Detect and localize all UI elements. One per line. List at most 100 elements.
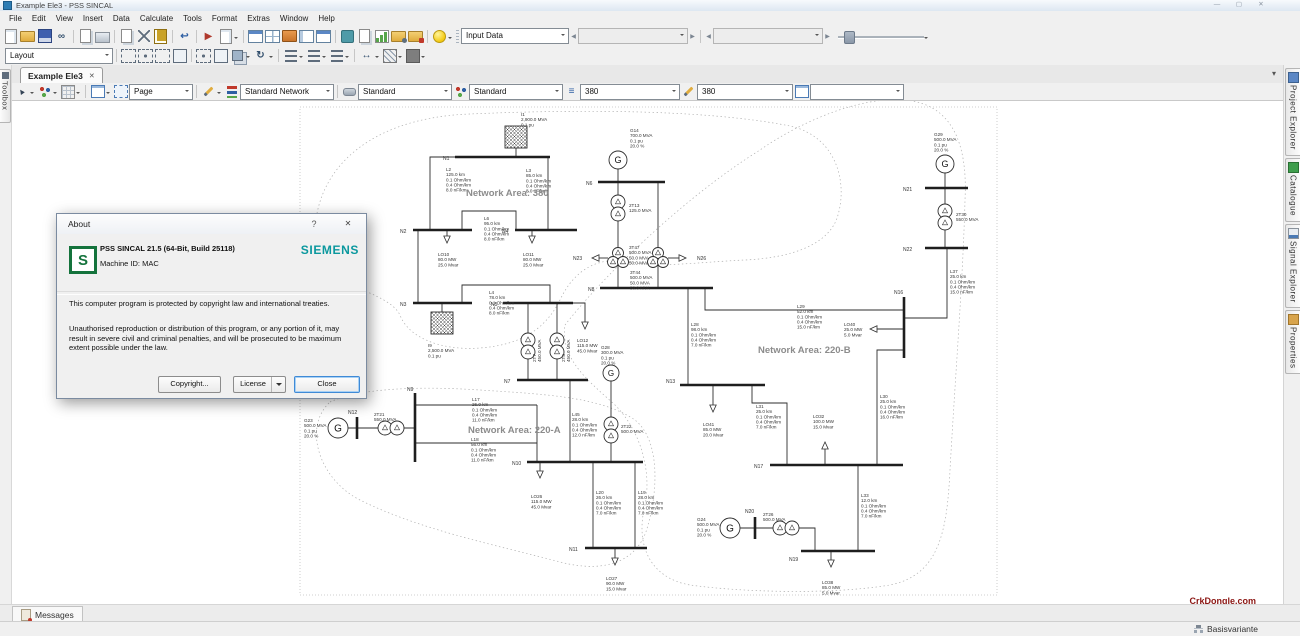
select-frame-icon[interactable] [171, 47, 188, 64]
generator-symbol[interactable]: G [614, 155, 621, 165]
generator-symbol[interactable]: G [608, 369, 614, 378]
cut-icon[interactable] [135, 28, 152, 45]
menu-data[interactable]: Data [108, 13, 135, 24]
close-button[interactable]: Close [294, 376, 360, 393]
diagram-view-icon[interactable] [247, 28, 264, 45]
signal-explorer-tab[interactable]: Signal Explorer [1285, 224, 1300, 308]
toolbox-tab[interactable]: Toolbox [0, 69, 11, 123]
zoom-window-icon[interactable] [89, 83, 112, 100]
zoom-fit-icon[interactable] [112, 83, 129, 100]
maximize-button[interactable]: ▢ [1228, 0, 1250, 10]
voltage-level-select[interactable]: 380 [580, 84, 680, 100]
generator-symbol[interactable]: G [941, 159, 948, 169]
network-level-select[interactable]: Standard Network [240, 84, 334, 100]
document-tab[interactable]: Example Ele3 ✕ [20, 67, 103, 84]
panel-right-icon[interactable] [315, 28, 332, 45]
extra-select[interactable] [810, 84, 904, 100]
panel-left-icon[interactable] [298, 28, 315, 45]
catalogue-tab[interactable]: Catalogue [1285, 158, 1300, 222]
print-icon[interactable] [94, 28, 111, 45]
generator-symbol[interactable]: G [334, 424, 342, 435]
zoom-mode-select[interactable]: Page [129, 84, 193, 100]
search-icon[interactable]: ∞ [53, 28, 70, 45]
variant-status[interactable]: Basisvariante [1194, 624, 1258, 634]
select-partial-icon[interactable] [137, 47, 154, 64]
nav-prev2-icon[interactable]: ◀ [704, 30, 713, 43]
save-icon[interactable] [36, 28, 53, 45]
table-view-icon[interactable] [264, 28, 281, 45]
nav-prev-icon[interactable]: ◀ [569, 30, 578, 43]
select-cursor-icon[interactable]: ▲ [13, 83, 36, 100]
draw-style-icon[interactable] [200, 83, 223, 100]
license-button[interactable]: License [233, 376, 286, 393]
menu-calculate[interactable]: Calculate [135, 13, 178, 24]
new-icon[interactable] [2, 28, 19, 45]
menu-insert[interactable]: Insert [78, 13, 108, 24]
folder-options-icon[interactable] [390, 28, 407, 45]
license-dropdown-icon[interactable] [271, 377, 285, 392]
align-top-icon[interactable] [282, 47, 305, 64]
resize-icon[interactable]: ↔ [358, 47, 381, 64]
sort-levels-icon[interactable] [223, 83, 240, 100]
close-tab-icon[interactable]: ✕ [89, 72, 95, 80]
paste-icon[interactable] [152, 28, 169, 45]
voltage-level2-select[interactable]: 380 [697, 84, 793, 100]
menu-help[interactable]: Help [313, 13, 339, 24]
stack-order-icon[interactable] [229, 47, 252, 64]
hatch-style-icon[interactable] [381, 47, 404, 64]
align-middle-icon[interactable] [305, 47, 328, 64]
grid-icon[interactable] [59, 83, 82, 100]
menu-extras[interactable]: Extras [242, 13, 275, 24]
group-icon[interactable] [195, 47, 212, 64]
toolbar-grip[interactable] [456, 30, 459, 43]
voltage-layers-icon[interactable]: ≡ [563, 83, 580, 100]
node-style-select[interactable]: Standard [469, 84, 563, 100]
dialog-close-icon[interactable]: ✕ [339, 217, 357, 231]
properties-tab[interactable]: Properties [1285, 310, 1300, 374]
toolbar-overflow-icon[interactable] [924, 37, 928, 41]
zoom-slider[interactable] [838, 30, 924, 43]
copy-icon[interactable] [118, 28, 135, 45]
menu-view[interactable]: View [51, 13, 78, 24]
infeed-symbol[interactable] [431, 312, 453, 334]
nav-next2-icon[interactable]: ▶ [823, 30, 832, 43]
report-icon[interactable] [281, 28, 298, 45]
close-window-button[interactable]: ✕ [1250, 0, 1272, 10]
fill-style-icon[interactable] [404, 47, 427, 64]
distribute-icon[interactable] [328, 47, 351, 64]
menu-window[interactable]: Window [275, 13, 313, 24]
undo-icon[interactable]: ↩ [176, 28, 193, 45]
layout-select[interactable]: Layout [5, 48, 113, 64]
generator-symbol[interactable]: G [726, 524, 734, 535]
tip-bulb-icon[interactable] [431, 28, 454, 45]
minimize-button[interactable]: — [1206, 0, 1228, 10]
open-icon[interactable] [19, 28, 36, 45]
rotate-icon[interactable]: ↻ [252, 47, 275, 64]
messages-tab[interactable]: Messages [12, 606, 83, 622]
menu-file[interactable]: File [4, 13, 27, 24]
send-data-icon[interactable] [356, 28, 373, 45]
ungroup-icon[interactable] [212, 47, 229, 64]
dialog-help-icon[interactable]: ? [306, 217, 322, 231]
tag-icon[interactable] [339, 28, 356, 45]
nav-next-icon[interactable]: ▶ [688, 30, 697, 43]
folder-delete-icon[interactable] [407, 28, 424, 45]
run-calculation-icon[interactable]: ▶ [200, 28, 217, 45]
chart-icon[interactable] [373, 28, 390, 45]
element-style-icon[interactable] [341, 83, 358, 100]
menu-tools[interactable]: Tools [178, 13, 207, 24]
tab-list-icon[interactable]: ▾ [1272, 69, 1276, 78]
insert-element-icon[interactable] [36, 83, 59, 100]
export-icon[interactable] [217, 28, 240, 45]
select-area-icon[interactable] [120, 47, 137, 64]
infeed-symbol[interactable] [505, 126, 527, 148]
edit-voltage-icon[interactable] [680, 83, 697, 100]
node-style-icon[interactable] [452, 83, 469, 100]
slider-handle[interactable] [844, 31, 855, 44]
project-explorer-tab[interactable]: Project Explorer [1285, 68, 1300, 156]
menu-edit[interactable]: Edit [27, 13, 51, 24]
print-preview-icon[interactable] [77, 28, 94, 45]
data-mode-select[interactable]: Input Data [461, 28, 569, 44]
select-add-icon[interactable] [154, 47, 171, 64]
menu-format[interactable]: Format [207, 13, 242, 24]
